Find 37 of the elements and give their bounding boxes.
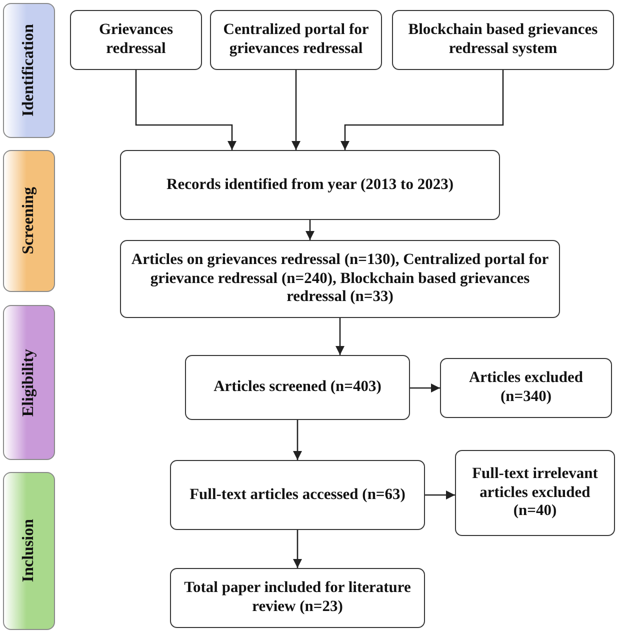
box-text: Total paper included for literature review (n=23) (183, 579, 412, 617)
stage-label: Identification (20, 24, 38, 117)
process-box (210, 10, 382, 70)
process-box (120, 240, 560, 318)
process-box (70, 10, 202, 70)
arrow (425, 490, 455, 500)
box-text: Centralized portal for grievances redressal (222, 21, 370, 59)
process-box (170, 460, 425, 530)
box-text: Full-text irrelevant articles excluded (n=40) (471, 465, 599, 521)
box-text: Grievances redressal (98, 21, 174, 59)
box-text: Articles on grievances redressal (n=130), Centralized portal for grievance redressal (n=240), Blockchain based grievances redressal (n=33) (130, 251, 550, 307)
process-box (455, 450, 615, 536)
arrow (293, 420, 302, 460)
stage-label: Eligibility (20, 348, 38, 416)
arrow (293, 530, 302, 568)
stage-band (3, 472, 55, 630)
box-text: Records identified from year (2013 to 2023) (166, 176, 454, 194)
box-text: Blockchain based grievances redressal system (407, 21, 599, 59)
stage-band (3, 150, 55, 292)
stage-label: Screening (20, 187, 38, 255)
arrow (410, 384, 440, 392)
arrow (336, 318, 344, 355)
box-text: Articles screened (n=403) (214, 378, 382, 397)
arrow (340, 70, 504, 150)
stage-label: Inclusion (20, 519, 38, 583)
process-box (120, 150, 500, 220)
stage-band (3, 3, 55, 138)
stage-band (3, 305, 55, 460)
process-box (170, 568, 425, 628)
box-text: Full-text articles accessed (n=63) (190, 486, 406, 504)
box-text: Articles excluded (n=340) (468, 369, 584, 407)
process-box (185, 355, 410, 420)
process-box (392, 10, 614, 70)
arrow (135, 70, 236, 150)
arrow (292, 70, 300, 150)
arrow (306, 220, 314, 240)
process-box (440, 358, 612, 418)
